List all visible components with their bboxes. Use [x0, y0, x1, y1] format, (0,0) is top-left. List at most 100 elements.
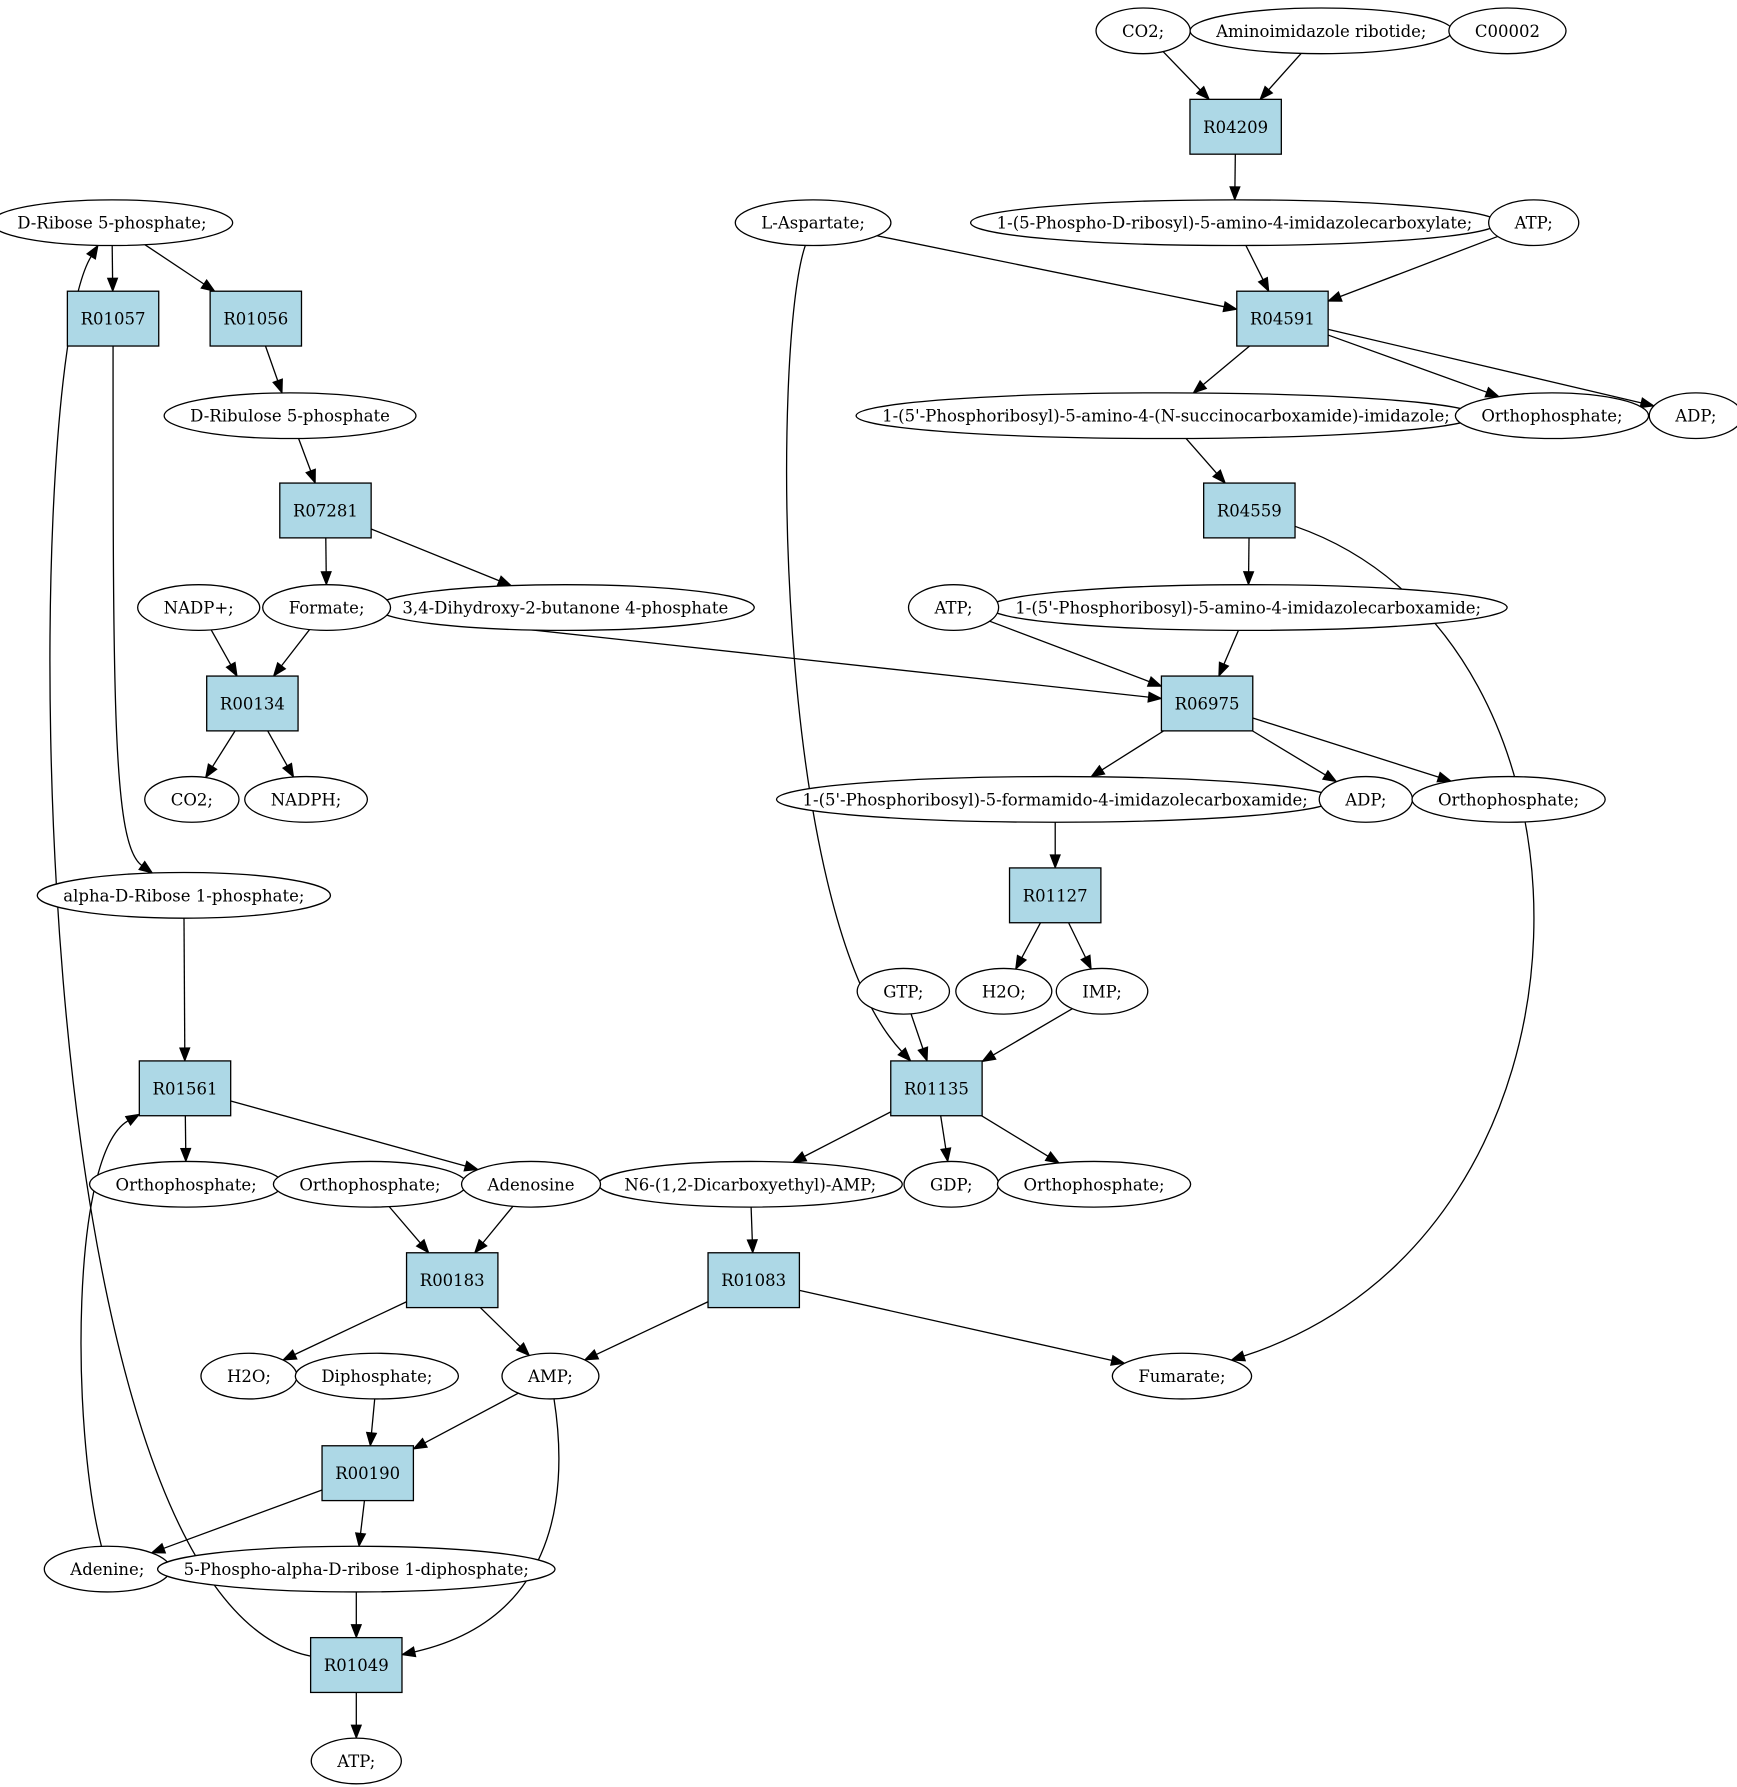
- edge-line: [981, 1115, 1049, 1157]
- edge-line: [370, 528, 500, 582]
- compound-label: ATP;: [1514, 214, 1553, 233]
- edge-line: [876, 235, 1225, 308]
- arrowhead: [1049, 854, 1061, 870]
- arrowhead: [106, 277, 119, 293]
- compound-label: Adenosine: [487, 1175, 575, 1194]
- reaction-label: R07281: [293, 501, 358, 520]
- edge-line: [1340, 235, 1498, 298]
- compound-label: 1-(5'-Phosphoribosyl)-5-formamido-4-imid…: [803, 790, 1308, 809]
- arrowhead: [917, 1046, 929, 1063]
- arrowhead: [1080, 954, 1092, 971]
- edge-line: [370, 1398, 376, 1433]
- reaction-box: [1203, 482, 1296, 539]
- compound-label: alpha-D-Ribose 1-phosphate;: [63, 886, 304, 905]
- compound-node: alpha-D-Ribose 1-phosphate;: [36, 871, 332, 919]
- edge-line: [294, 1301, 407, 1356]
- reaction-box: [209, 290, 303, 347]
- compound-node: Adenosine: [460, 1160, 602, 1208]
- compound-label: Orthophosphate;: [1023, 1175, 1164, 1194]
- edge-line: [786, 245, 903, 1052]
- edge-line: [267, 730, 288, 767]
- arrowhead: [354, 1532, 367, 1548]
- arrowhead: [1146, 676, 1163, 687]
- compound-label: N6-(1,2-Dicarboxyethyl)-AMP;: [624, 1175, 876, 1194]
- compound-label: H2O;: [227, 1367, 271, 1386]
- arrowhead: [1257, 276, 1270, 293]
- compound-ellipse: [1454, 392, 1650, 440]
- edge-line: [804, 1111, 892, 1157]
- arrowhead: [86, 244, 99, 260]
- arrowhead: [1639, 397, 1656, 409]
- reaction-box: [890, 1060, 983, 1117]
- arrowhead: [473, 1238, 488, 1254]
- compound-ellipse: [996, 1160, 1192, 1208]
- reaction-node: R07281: [279, 482, 372, 539]
- arrowhead: [1242, 571, 1255, 587]
- compound-node: Diphosphate;: [294, 1352, 460, 1400]
- edge-line: [1252, 730, 1326, 776]
- compound-node: H2O;: [955, 967, 1053, 1015]
- arrowhead: [791, 1151, 808, 1163]
- edge-line: [989, 620, 1150, 683]
- arrowhead: [124, 1113, 141, 1127]
- edge-line: [993, 1008, 1073, 1056]
- reaction-node: R00190: [321, 1445, 415, 1502]
- reaction-label: R00190: [335, 1464, 400, 1483]
- reaction-label: R01049: [324, 1656, 389, 1675]
- arrowhead: [583, 1349, 600, 1361]
- reaction-label: R01083: [721, 1271, 786, 1290]
- arrowhead: [1195, 85, 1211, 101]
- compound-label: H2O;: [982, 982, 1026, 1001]
- reaction-box: [138, 1060, 232, 1117]
- compound-node: ADP;: [1318, 775, 1414, 823]
- compound-node: ADP;: [1648, 392, 1737, 440]
- reaction-node: R01083: [707, 1252, 801, 1309]
- compound-label: D-Ribulose 5-phosphate: [190, 407, 390, 426]
- compound-node: Orthophosphate;: [1454, 392, 1650, 440]
- edge-line: [596, 1301, 709, 1355]
- compound-label: NADP+;: [164, 599, 234, 618]
- arrowhead: [1436, 771, 1453, 783]
- compound-node: Orthophosphate;: [996, 1160, 1192, 1208]
- edge-line: [799, 1289, 1112, 1362]
- reaction-box: [1236, 290, 1329, 347]
- compound-label: D-Ribose 5-phosphate;: [17, 214, 206, 233]
- arrowhead: [281, 762, 295, 779]
- compound-label: Formate;: [289, 599, 365, 618]
- compound-label: Orthophosphate;: [1438, 790, 1579, 809]
- compound-label: AMP;: [527, 1367, 573, 1386]
- compound-node: Aminoimidazole ribotide;: [1189, 7, 1454, 55]
- compound-label: L-Aspartate;: [761, 214, 865, 233]
- compound-label: Aminoimidazole ribotide;: [1215, 22, 1426, 41]
- reaction-node: R01056: [209, 290, 303, 347]
- edge-line: [212, 730, 236, 767]
- compound-ellipse: [460, 1160, 602, 1208]
- arrowhead: [150, 1542, 167, 1554]
- compound-node: ATP;: [1488, 199, 1580, 247]
- arrowhead: [138, 860, 154, 874]
- edge-line: [1252, 717, 1439, 778]
- reaction-node: R01561: [138, 1060, 232, 1117]
- compound-label: ADP;: [1674, 407, 1716, 426]
- compound-label: GDP;: [930, 1175, 972, 1194]
- compound-node: 1-(5-Phospho-D-ribosyl)-5-amino-4-imidaz…: [969, 199, 1500, 247]
- arrowhead: [1044, 1151, 1061, 1164]
- edge-line: [281, 629, 311, 667]
- reaction-label: R04591: [1250, 310, 1315, 329]
- compound-node: L-Aspartate;: [734, 199, 892, 247]
- compound-node: C00002: [1448, 7, 1567, 55]
- edge-line: [183, 918, 186, 1048]
- compound-label: ADP;: [1344, 790, 1386, 809]
- compound-node: 3,4-Dihydroxy-2-butanone 4-phosphate: [375, 584, 755, 632]
- compound-label: 1-(5'-Phosphoribosyl)-5-amino-4-imidazol…: [1015, 599, 1481, 618]
- compound-ellipse: [262, 584, 392, 632]
- reaction-box: [279, 482, 372, 539]
- edge-line: [1245, 245, 1264, 280]
- arrowhead: [897, 1047, 912, 1062]
- compound-ellipse: [856, 967, 951, 1015]
- edge-line: [940, 1115, 947, 1149]
- compound-ellipse: [1488, 199, 1580, 247]
- arrowhead: [1229, 186, 1241, 202]
- compound-ellipse: [1648, 392, 1737, 440]
